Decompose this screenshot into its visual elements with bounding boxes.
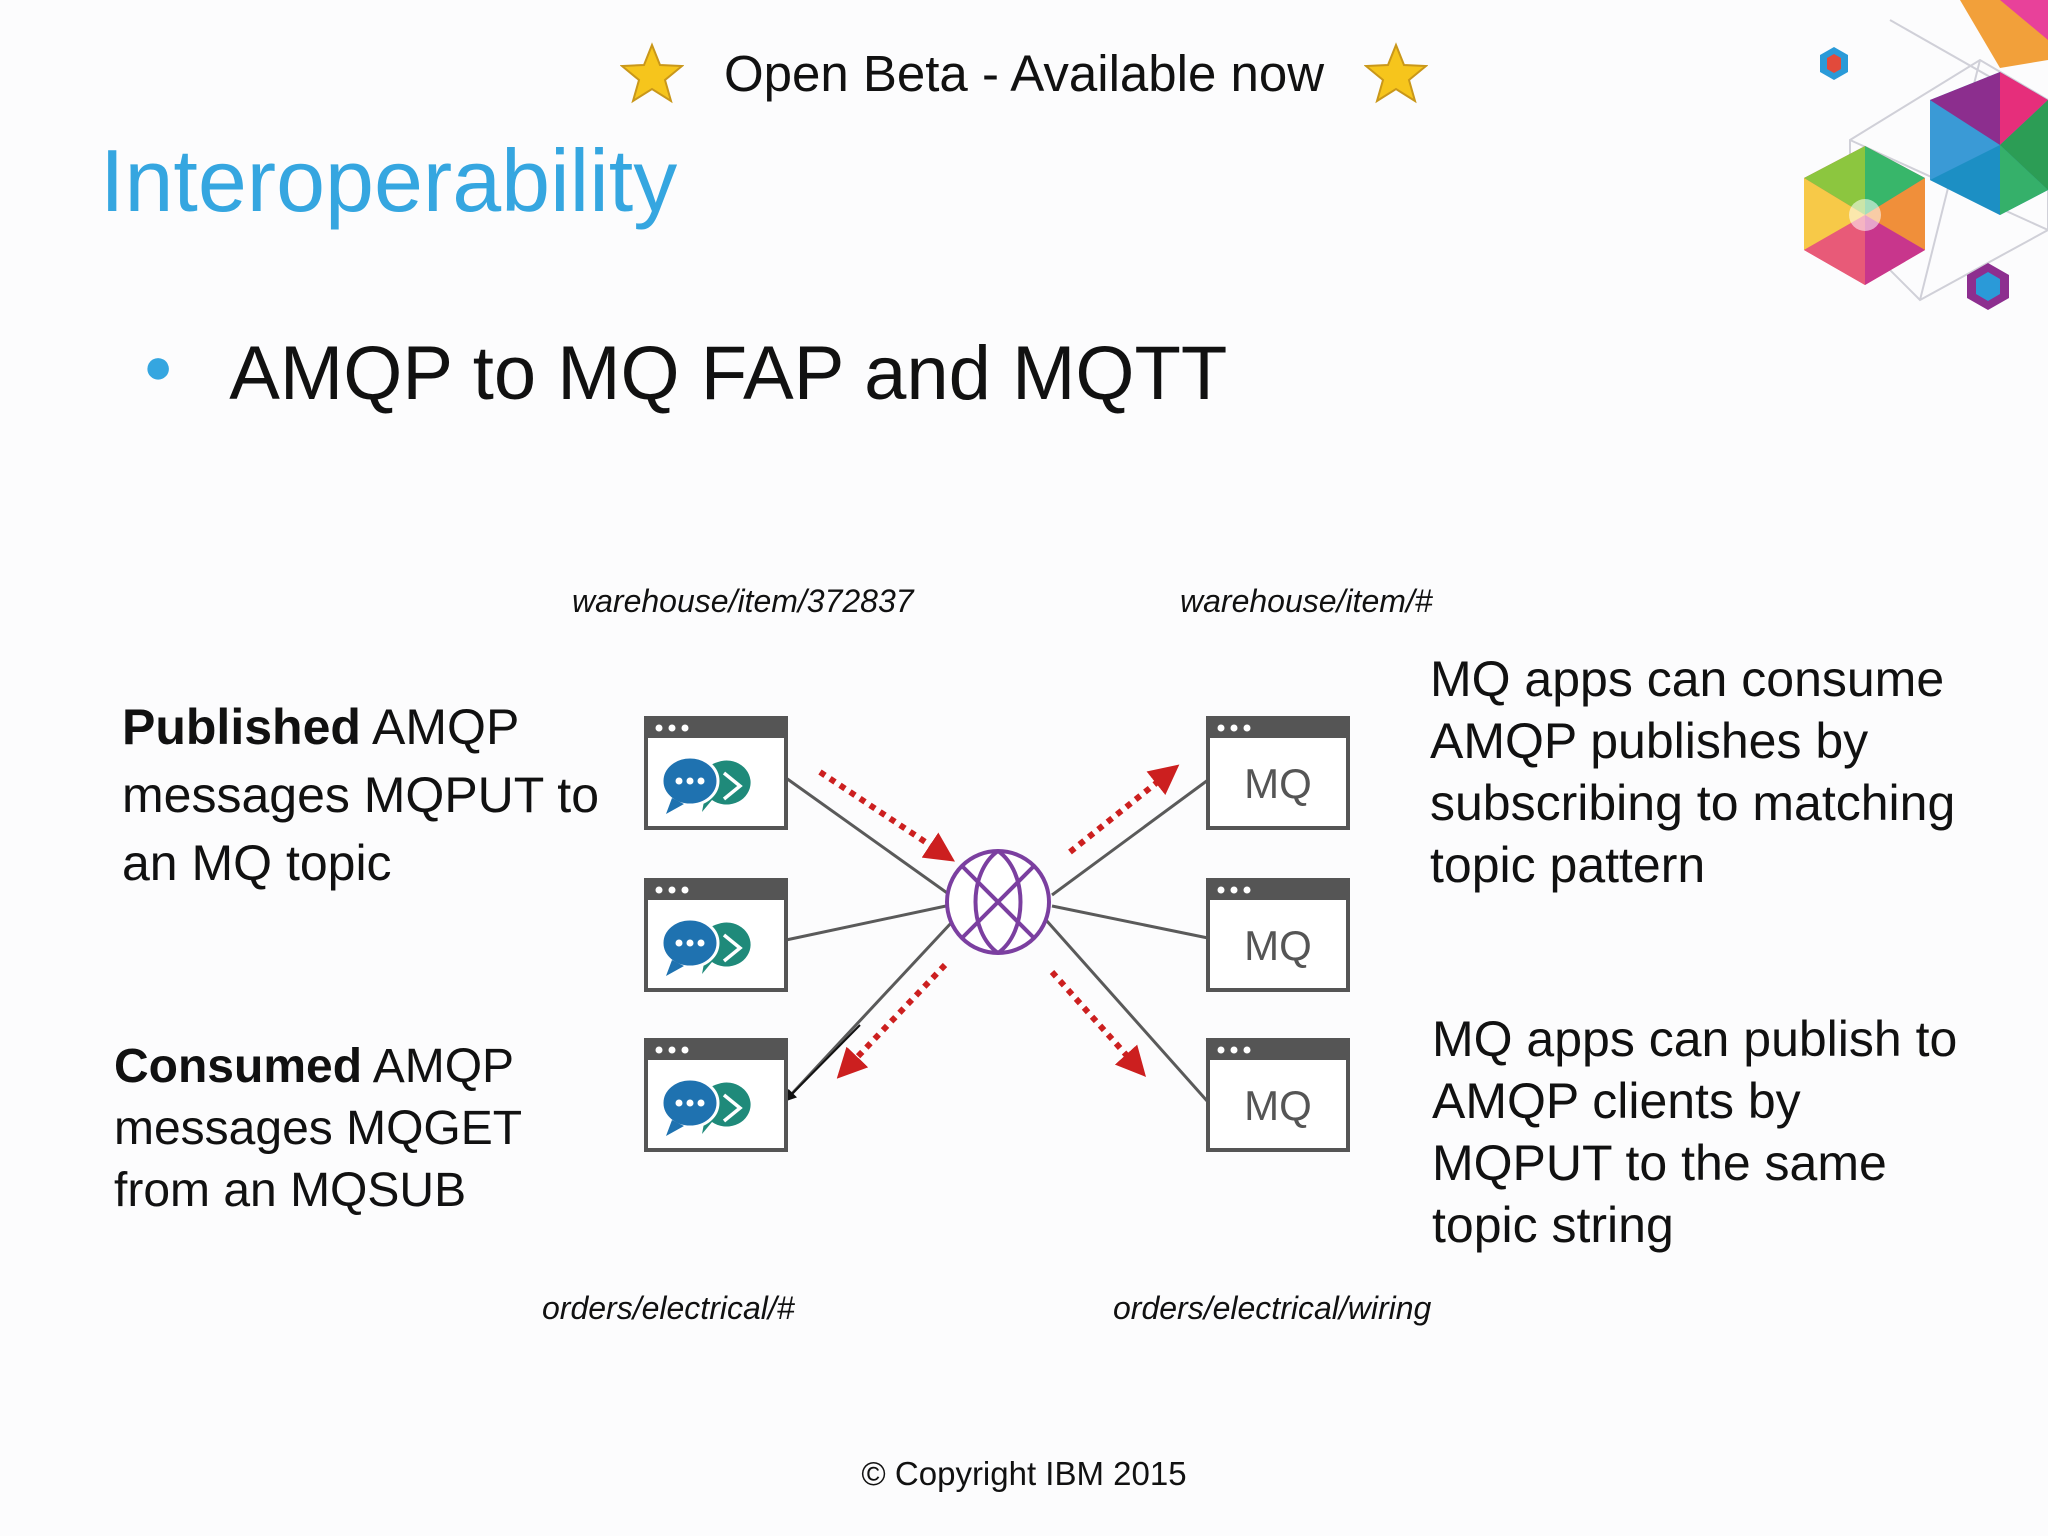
copyright-footer: © Copyright IBM 2015	[861, 1455, 1187, 1492]
flow-arrow	[1049, 969, 1147, 1077]
mq-app-window: MQ	[1206, 716, 1350, 830]
mq-app-window: MQ	[1206, 878, 1350, 992]
connector-line	[1044, 919, 1210, 1103]
topic-label-bottom-right: orders/electrical/wiring	[1113, 1290, 1432, 1326]
amqp-app-window	[644, 878, 788, 992]
star-icon	[619, 42, 684, 104]
consume-arrow	[784, 1024, 861, 1102]
mq-app-window: MQ	[1206, 1038, 1350, 1152]
banner-text: Open Beta - Available now	[723, 44, 1325, 102]
mq-label: MQ	[1244, 760, 1312, 807]
mq-label: MQ	[1244, 1082, 1312, 1129]
star-icon	[1364, 42, 1429, 104]
bullet-item: ● AMQP to MQ FAP and MQTT	[143, 330, 1227, 417]
flow-arrow	[1068, 764, 1180, 855]
flow-arrow	[836, 962, 948, 1079]
topic-label-top-right: warehouse/item/#	[1180, 583, 1433, 619]
chat-bubbles-icon	[660, 917, 751, 976]
globe-icon	[945, 849, 1051, 955]
topic-label-bottom-left: orders/electrical/#	[542, 1290, 795, 1326]
slide-title: Interoperability	[100, 131, 678, 230]
published-label-bold: Published	[122, 699, 361, 755]
connector-line	[785, 776, 951, 897]
bullet-dot: ●	[143, 337, 174, 394]
flow-arrow	[818, 769, 955, 862]
consumed-label: Consumed AMQP messages MQGET from an MQS…	[114, 1036, 584, 1222]
chat-bubbles-icon	[660, 755, 751, 814]
amqp-app-window	[644, 716, 788, 830]
chat-bubbles-icon	[660, 1077, 751, 1136]
mq-publish-label: MQ apps can publish to AMQP clients by M…	[1432, 1011, 1958, 1253]
bullet-text: AMQP to MQ FAP and MQTT	[229, 331, 1228, 416]
connector-line	[785, 904, 947, 942]
topic-label-top-left: warehouse/item/372837	[572, 583, 914, 619]
mq-label: MQ	[1244, 922, 1312, 969]
mq-consume-label: MQ apps can consume AMQP publishes by su…	[1430, 651, 1956, 893]
consumed-label-rest: AMQP messages MQGET from an MQSUB	[114, 1040, 522, 1217]
connector-line	[1051, 904, 1209, 940]
hexagon-logo	[1804, 0, 2048, 310]
amqp-app-window	[644, 1038, 788, 1152]
connector-line	[784, 920, 954, 1102]
published-label-rest: AMQP messages MQPUT to an MQ topic	[122, 699, 600, 891]
published-label: Published AMQP messages MQPUT to an MQ t…	[122, 693, 602, 897]
connector-line	[1051, 778, 1209, 897]
consumed-label-bold: Consumed	[114, 1040, 363, 1093]
banner: Open Beta - Available now	[0, 38, 2048, 108]
